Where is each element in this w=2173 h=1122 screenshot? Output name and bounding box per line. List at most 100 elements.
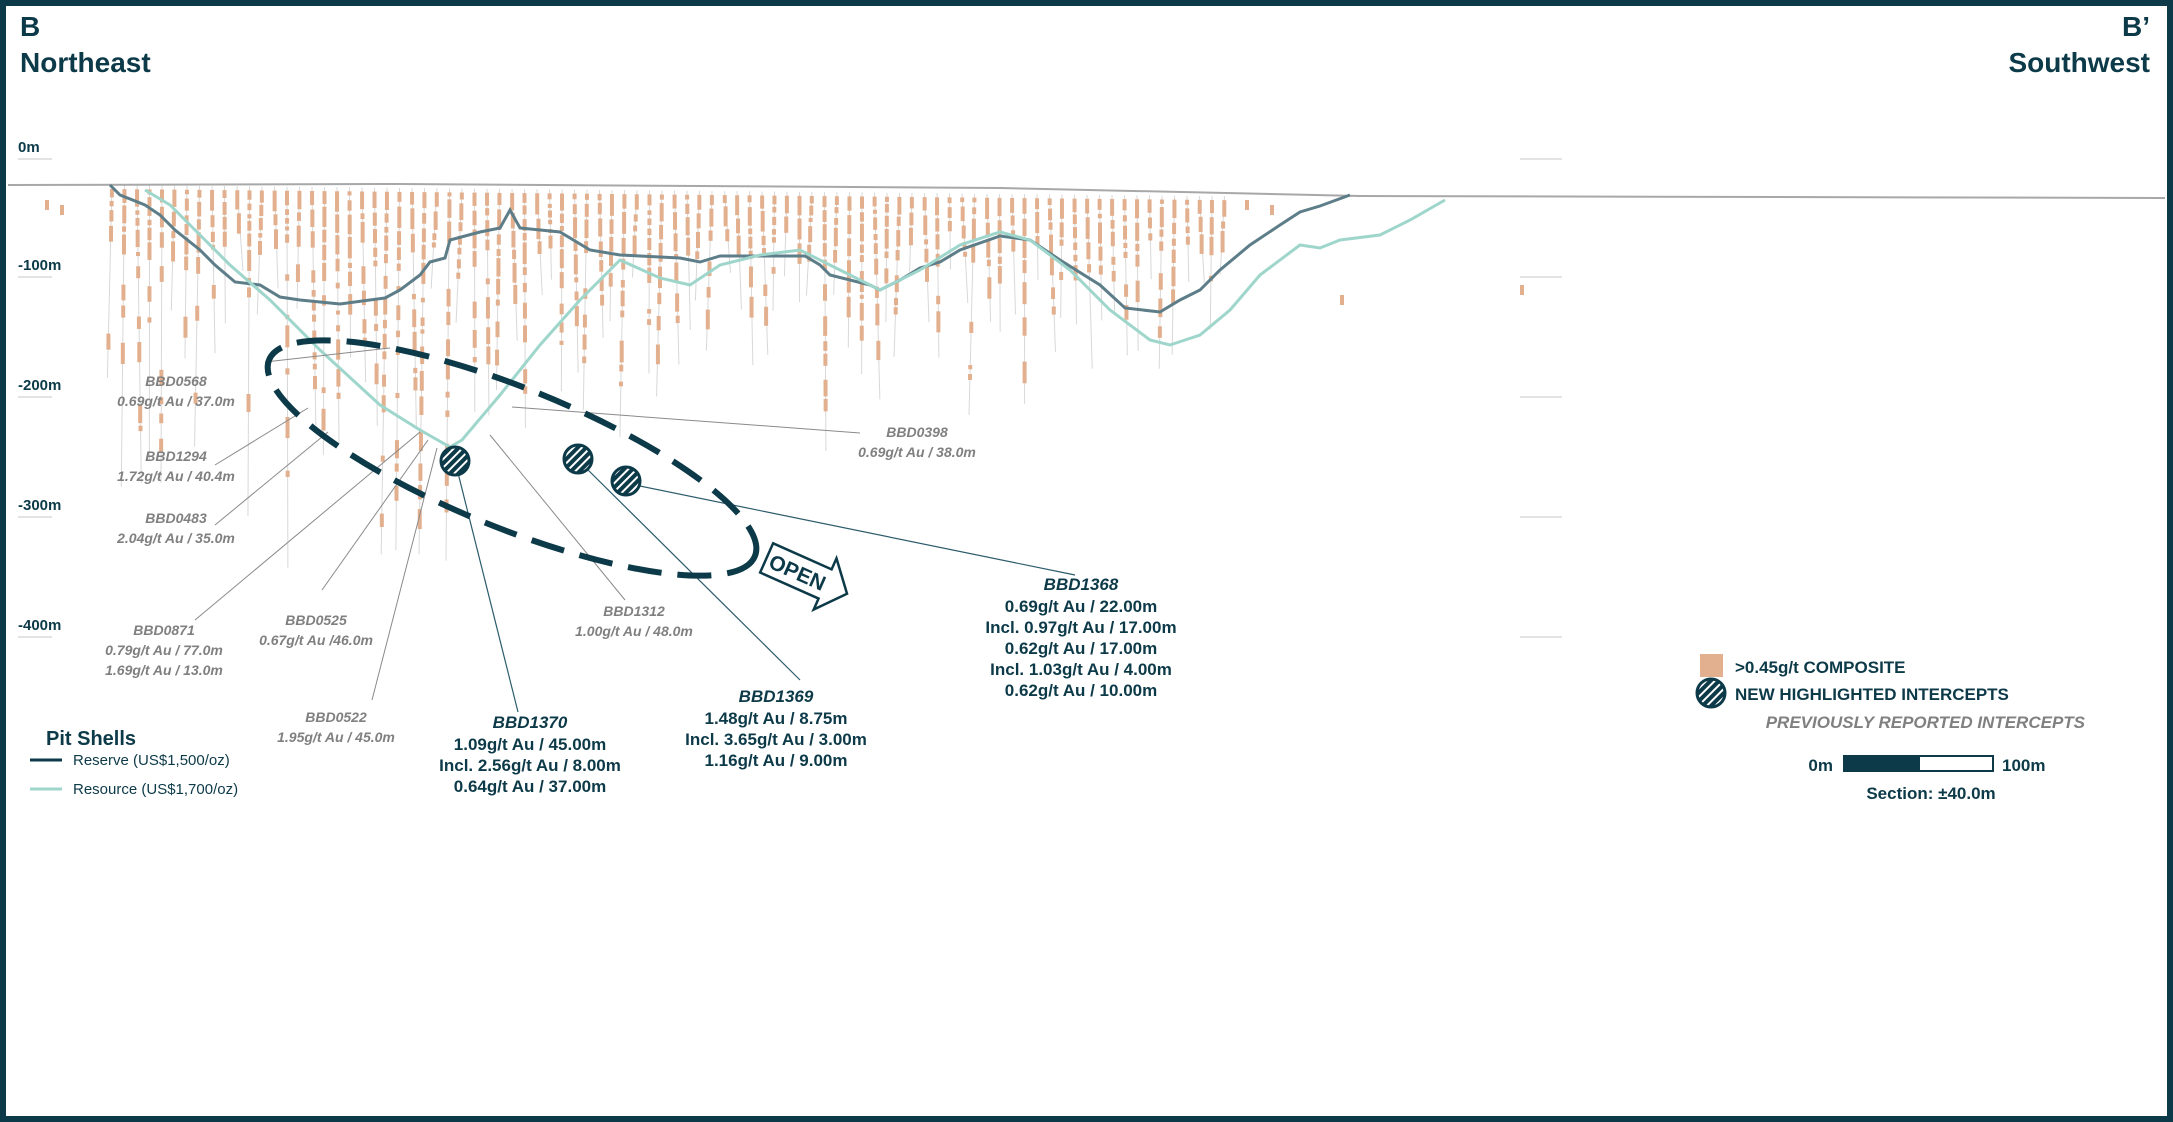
composite-segment: [396, 330, 401, 338]
composite-segment: [822, 224, 827, 241]
composite-segment: [1197, 199, 1202, 214]
composite-segment: [833, 249, 838, 263]
composite-segment: [422, 213, 427, 224]
composite-segment: [1022, 317, 1027, 336]
composite-segment: [1185, 208, 1190, 223]
composite-segment: [1171, 238, 1176, 246]
composite-segment: [659, 224, 664, 240]
depth-label: -300m: [18, 497, 61, 514]
composite-segment: [322, 295, 327, 306]
composite-segment: [361, 266, 366, 284]
scale-bar-filled: [1843, 755, 1919, 772]
composite-segment: [1159, 207, 1164, 228]
composite-segment: [472, 192, 477, 206]
composite-segment: [184, 237, 189, 255]
composite-segment: [1049, 257, 1054, 276]
direction-right: Southwest: [2008, 47, 2150, 78]
composite-segment: [797, 195, 802, 216]
previous-intercepts-legend-label: PREVIOUSLY REPORTED INTERCEPTS: [1766, 713, 2086, 732]
composite-segment: [421, 244, 426, 260]
composite-segment: [1022, 238, 1027, 258]
composite-segment: [961, 225, 966, 239]
composite-segment: [908, 227, 913, 246]
composite-segment: [763, 284, 768, 296]
composite-segment: [924, 265, 929, 282]
composite-segment: [522, 302, 527, 319]
composite-segment: [1051, 287, 1056, 300]
composite-segment: [159, 232, 164, 248]
composite-segment: [823, 398, 828, 412]
composite-segment: [196, 257, 201, 274]
drill-trace: [286, 186, 289, 568]
composite-segment: [823, 284, 828, 301]
composite-segment: [1172, 222, 1177, 235]
composite-segment: [522, 219, 527, 231]
composite-segment: [313, 375, 318, 390]
composite-segment: [472, 229, 477, 249]
new-intercept-hole: BBD1370: [493, 713, 568, 732]
composite-segment: [421, 228, 426, 243]
composite-segment: [620, 310, 625, 318]
composite-segment: [159, 266, 164, 282]
composite-segment: [647, 218, 652, 226]
composite-segment: [947, 207, 952, 218]
composite-segment: [971, 218, 976, 240]
composite-segment: [695, 251, 700, 260]
composite-segment: [685, 217, 690, 236]
composite-segment: [485, 192, 490, 206]
composite-segment: [236, 213, 241, 234]
composite-segment: [1072, 214, 1077, 225]
composite-segment: [447, 192, 452, 197]
composite-segment: [171, 241, 176, 262]
composite-segment: [210, 190, 215, 211]
composite-segment: [159, 438, 164, 452]
composite-segment: [184, 198, 189, 211]
composite-segment: [1185, 199, 1190, 205]
composite-segment: [559, 249, 564, 269]
composite-segment: [823, 353, 828, 366]
composite-segment: [923, 215, 928, 235]
composite-segment: [347, 262, 352, 269]
composite-segment: [321, 408, 326, 431]
composite-segment: [872, 196, 877, 207]
depth-label: -200m: [18, 377, 61, 394]
composite-segment: [418, 429, 423, 452]
composite-segment: [859, 212, 864, 222]
composite-segment: [705, 309, 710, 330]
composite-segment: [446, 288, 451, 307]
composite-segment: [147, 219, 152, 226]
composite-segment: [147, 197, 152, 207]
composite-segment: [432, 233, 437, 241]
composite-segment: [1085, 217, 1090, 239]
composite-segment: [106, 333, 111, 350]
composite-segment: [1158, 273, 1163, 290]
composite-segment: [584, 193, 589, 200]
composite-segment: [138, 404, 143, 424]
hatched-circle-icon: [1695, 677, 1727, 709]
composite-segment: [1270, 205, 1274, 215]
composite-segment: [1340, 295, 1344, 305]
composite-segment: [197, 201, 202, 217]
composite-segment: [159, 397, 164, 405]
composite-segment: [685, 203, 690, 215]
composite-segment: [1098, 246, 1103, 261]
composite-segment: [396, 305, 401, 321]
composite-swatch: [1700, 654, 1723, 677]
composite-segment: [748, 236, 753, 249]
composite-segment: [1059, 198, 1064, 219]
composite-segment: [184, 189, 189, 195]
composite-segment: [609, 194, 614, 216]
composite-segment: [1073, 227, 1078, 239]
composite-segment: [513, 284, 518, 304]
composite-segment: [997, 197, 1002, 217]
previous-intercept-value: 1.95g/t Au / 45.0m: [277, 729, 395, 745]
composite-segment: [1122, 199, 1127, 211]
previous-intercept-hole: BBD1312: [603, 603, 665, 619]
composite-segment: [257, 240, 262, 255]
composite-segment: [109, 210, 114, 222]
composite-segment: [285, 368, 290, 375]
composite-segment: [348, 294, 353, 315]
composite-segment: [632, 235, 637, 255]
composite-segment: [559, 193, 564, 211]
composite-segment: [222, 231, 227, 247]
